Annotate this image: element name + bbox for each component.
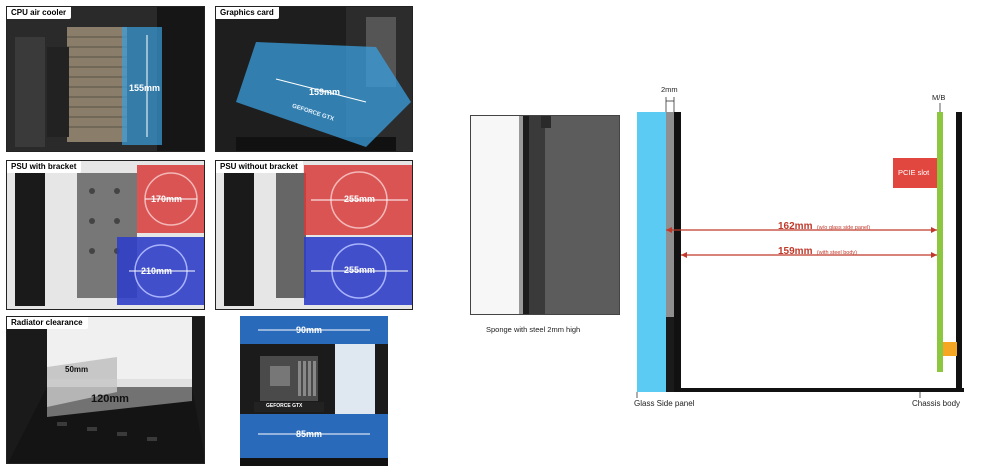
psu-without-bracket-illustration: [216, 161, 412, 309]
cpu-cooler-panel: CPU air cooler 155mm: [6, 6, 205, 152]
radiator-clearance-dimension-a: 50mm: [65, 365, 89, 374]
dimension-162: 162mm (w/o glass side panel): [778, 216, 870, 234]
motherboard-label: M/B: [932, 93, 946, 102]
cpu-cooler-dimension: 155mm: [129, 83, 161, 93]
sponge-closeup: [470, 115, 620, 315]
fan-clearance-top-dimension: 90mm: [296, 325, 323, 335]
psu-with-bracket-top-dimension: 170mm: [151, 194, 183, 204]
graphics-card-illustration: [216, 7, 412, 151]
sponge-closeup-illustration: [471, 116, 619, 314]
psu-without-bracket-bottom-dimension: 255mm: [344, 265, 376, 275]
psu-with-bracket-bottom-dimension: 210mm: [141, 266, 173, 276]
radiator-clearance-dimension-b: 120mm: [91, 393, 129, 405]
glass-side-panel-label: Glass Side panel: [634, 399, 695, 408]
dimension-159: 159mm (with steel body): [778, 241, 857, 259]
psu-with-bracket-panel: PSU with bracket 170mm 210mm: [6, 160, 205, 310]
psu-without-bracket-top-dimension: 255mm: [344, 194, 376, 204]
fan-clearance-illustration: [240, 316, 388, 466]
graphics-card-panel: Graphics card 159mm GEFORCE GTX: [215, 6, 413, 152]
cpu-cooler-illustration: [7, 7, 204, 151]
radiator-clearance-title: Radiator clearance: [7, 317, 88, 329]
fan-clearance-panel: 90mm 85mm GEFORCE GTX: [240, 316, 388, 466]
psu-without-bracket-title: PSU without bracket: [216, 161, 303, 173]
sponge-caption: Sponge with steel 2mm high: [486, 325, 581, 334]
clearance-diagram: 2mm M/B PCIE slot 162mm (w/o glass side …: [630, 85, 980, 415]
dimension-159-note: (with steel body): [816, 250, 857, 256]
fan-clearance-bottom-dimension: 85mm: [296, 429, 323, 439]
gap-label: 2mm: [661, 85, 678, 94]
radiator-clearance-panel: Radiator clearance 50mm 120mm: [6, 316, 205, 464]
radiator-clearance-illustration: [7, 317, 204, 463]
dimension-162-value: 162mm: [778, 221, 813, 232]
chassis-body-label: Chassis body: [912, 399, 961, 408]
graphics-card-dimension: 159mm: [309, 87, 341, 97]
dimension-159-value: 159mm: [778, 246, 813, 257]
psu-with-bracket-illustration: [7, 161, 204, 309]
dimension-162-note: (w/o glass side panel): [816, 225, 871, 231]
cpu-cooler-title: CPU air cooler: [7, 7, 72, 19]
pcie-slot-label: PCIE slot: [898, 168, 930, 177]
clearance-diagram-svg: [636, 97, 964, 398]
fan-clearance-card-brand: GEFORCE GTX: [266, 403, 303, 409]
graphics-card-title: Graphics card: [216, 7, 279, 19]
psu-without-bracket-panel: PSU without bracket 255mm 255mm: [215, 160, 413, 310]
psu-with-bracket-title: PSU with bracket: [7, 161, 82, 173]
